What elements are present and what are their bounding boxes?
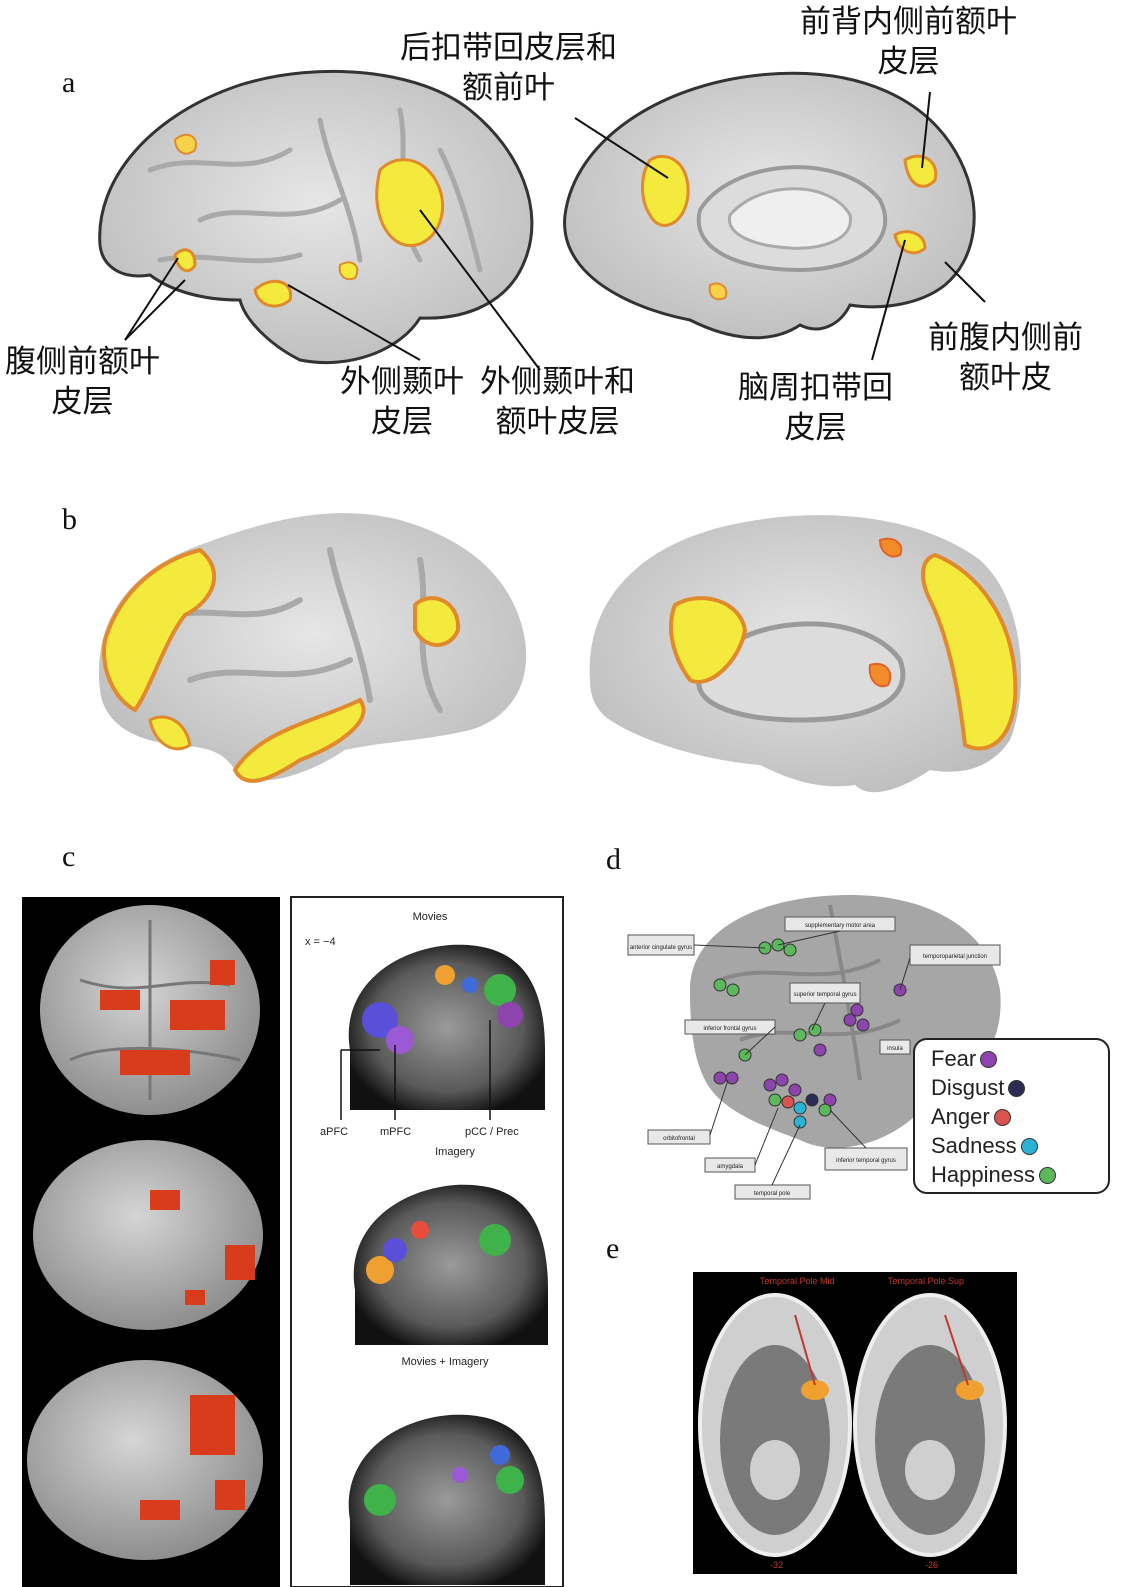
panel-c-title-mid: Imagery <box>435 1146 475 1158</box>
legend-fear: Fear <box>931 1046 998 1072</box>
panel-d-box-sma: supplementary motor area <box>805 923 876 929</box>
panel-d-letter: d <box>606 843 621 876</box>
panel-e-axial-slices <box>698 1293 1007 1557</box>
panel-e-slice-left: -32 <box>770 1560 783 1570</box>
panel-d-box-insula: insula <box>887 1046 903 1052</box>
label-pacc: 脑周扣带回皮层 <box>738 370 893 446</box>
panel-d-box-ofc: orbitofrontal <box>663 1136 695 1142</box>
panel-c-label-apfc: aPFC <box>320 1126 348 1138</box>
panel-a-letter: a <box>62 66 76 99</box>
panel-c-coordinate: x = −4 <box>305 936 336 948</box>
label-vmpfc: 前腹内侧前额叶皮 <box>928 320 1083 396</box>
panel-c-sagittal-slices <box>340 944 548 1585</box>
label-pcc: 后扣带回皮层和额前叶 <box>400 30 617 106</box>
panel-c-title-bottom: Movies + Imagery <box>401 1356 489 1368</box>
panel-c-label-mpfc: mPFC <box>380 1126 411 1138</box>
panel-e-letter: e <box>606 1232 620 1265</box>
panel-b-left-brain <box>98 513 527 783</box>
panel-e-label-right: Temporal Pole Sup <box>888 1276 964 1286</box>
label-ltc: 外侧颞叶皮层 <box>340 364 464 440</box>
panel-c-label-pcc: pCC / Prec <box>465 1126 519 1138</box>
panel-d-box-ifg: inferior frontal gyrus <box>703 1026 756 1032</box>
legend-anger: Anger <box>931 1104 1011 1130</box>
label-ltpfc: 外侧颞叶和额叶皮层 <box>480 364 635 440</box>
panel-d-box-itg: inferior temporal gyrus <box>836 1158 896 1164</box>
panel-d-legend: Fear Disgust Anger Sadness Happiness <box>913 1038 1110 1194</box>
panel-b-right-brain <box>589 515 1022 793</box>
anger-dot <box>993 1108 1011 1126</box>
label-dmpfc: 前背内侧前额叶皮层 <box>800 4 1017 80</box>
panel-c-letter: c <box>62 840 76 873</box>
happiness-dot <box>1038 1166 1056 1184</box>
legend-sadness: Sadness <box>931 1133 1038 1159</box>
panel-e-slice-right: -26 <box>925 1560 938 1570</box>
panel-e-label-left: Temporal Pole Mid <box>760 1276 835 1286</box>
sadness-dot <box>1020 1137 1038 1155</box>
panel-d-box-acc: anterior cingulate gyrus <box>630 945 692 951</box>
panel-a-right-brain <box>563 71 976 340</box>
panel-d-box-tpj: temporoparietal junction <box>923 954 987 960</box>
panel-d-label-boxes: anterior cingulate gyrus supplementary m… <box>627 916 1001 1200</box>
panel-c-3d-brains <box>27 905 263 1560</box>
panel-a-leader-lines <box>124 91 986 371</box>
panel-b-letter: b <box>62 503 77 536</box>
panel-c-title-top: Movies <box>413 911 448 923</box>
panel-d-box-amygdala: amygdala <box>717 1164 744 1170</box>
fear-dot <box>980 1050 998 1068</box>
legend-disgust: Disgust <box>931 1075 1026 1101</box>
panel-d-box-tpole: temporal pole <box>754 1191 791 1197</box>
panel-a-left-brain <box>98 69 534 365</box>
panel-d-box-stg: superior temporal gyrus <box>793 992 856 998</box>
legend-happiness: Happiness <box>931 1162 1056 1188</box>
disgust-dot <box>1008 1079 1026 1097</box>
label-vlpfc: 腹侧前额叶皮层 <box>5 344 160 420</box>
